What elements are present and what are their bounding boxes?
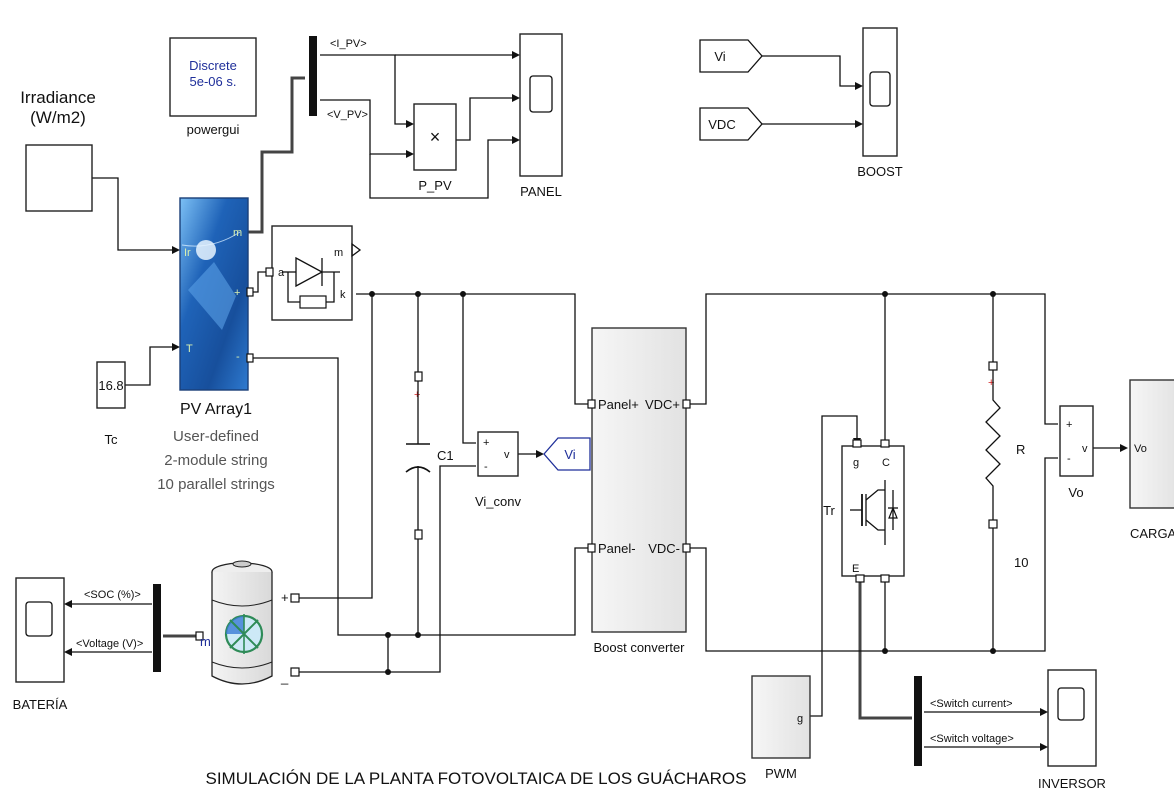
temperature-constant-block[interactable]: 16.8 Tc xyxy=(96,361,126,447)
carga-label: CARGA xyxy=(1130,526,1174,541)
carga-port: Vo xyxy=(1134,443,1147,455)
igbt-switch[interactable]: g C E Tr xyxy=(823,439,905,583)
igbt-port-c: C xyxy=(882,457,890,469)
signal-v-pv: <V_PV> xyxy=(327,109,368,121)
vo-plus: + xyxy=(1066,419,1072,431)
pv-array-block[interactable]: Ir T m + - PV Array1 User-defined 2-modu… xyxy=(157,197,275,493)
igbt-demux xyxy=(914,676,922,766)
signal-switch-voltage: <Switch voltage> xyxy=(930,733,1014,745)
boost-scope[interactable]: BOOST xyxy=(857,27,903,179)
irradiance-label-line2: (W/m2) xyxy=(30,108,86,127)
vo-minus: - xyxy=(1067,453,1071,465)
svg-text:+: + xyxy=(414,389,420,401)
product-symbol: × xyxy=(430,127,441,147)
boost-port-panel-plus: Panel+ xyxy=(598,397,639,412)
inversor-scope[interactable]: INVERSOR xyxy=(1038,669,1106,791)
vo-label: Vo xyxy=(1068,485,1083,500)
panel-scope[interactable]: PANEL xyxy=(519,33,563,199)
pv-demux xyxy=(309,36,317,116)
battery-block[interactable]: m + _ xyxy=(195,560,300,685)
diode-block[interactable]: a k m xyxy=(265,225,362,321)
pv-port-plus: + xyxy=(234,287,240,299)
diode-port-k: k xyxy=(340,289,346,301)
from-vi-tag[interactable]: Vi xyxy=(699,39,763,73)
igbt-port-e: E xyxy=(852,563,859,575)
boost-scope-label: BOOST xyxy=(857,164,903,179)
capacitor-c1[interactable]: + C1 xyxy=(405,371,454,540)
pv-port-t: T xyxy=(186,343,193,355)
vi-conv-minus: - xyxy=(484,461,488,473)
capacitor-label: C1 xyxy=(437,448,454,463)
product-block[interactable]: × P_PV xyxy=(413,103,457,193)
product-label: P_PV xyxy=(418,178,452,193)
boost-converter-subsystem[interactable]: Panel+ Panel- VDC+ VDC- Boost converter xyxy=(587,327,691,655)
goto-vi-tag[interactable]: Vi xyxy=(543,437,591,471)
powergui-sample-time: 5e-06 s. xyxy=(190,74,237,89)
pwm-port-g: g xyxy=(797,713,803,725)
battery-plus: + xyxy=(281,590,289,605)
from-vdc-tag[interactable]: VDC xyxy=(699,107,763,141)
signal-i-pv: <I_PV> xyxy=(330,38,367,50)
vo-v: v xyxy=(1082,443,1088,455)
irradiance-block[interactable]: Irradiance (W/m2) xyxy=(20,88,96,212)
boost-converter-label: Boost converter xyxy=(593,640,685,655)
from-vdc-label: VDC xyxy=(708,117,735,132)
powergui-block[interactable]: Discrete 5e-06 s. powergui xyxy=(169,37,257,137)
vi-conv-label: Vi_conv xyxy=(475,494,522,509)
vo-voltmeter[interactable]: + - v Vo xyxy=(1059,405,1094,500)
powergui-mode: Discrete xyxy=(189,58,237,73)
battery-minus: _ xyxy=(280,670,289,685)
boost-port-panel-minus: Panel- xyxy=(598,541,636,556)
igbt-label: Tr xyxy=(823,503,835,518)
pv-port-ir: Ir xyxy=(184,247,191,259)
tc-label: Tc xyxy=(105,432,119,447)
pv-port-minus: - xyxy=(236,351,240,363)
signal-wires xyxy=(64,51,1128,751)
pv-array-string: 2-module string xyxy=(164,452,267,469)
diagram-title: SIMULACIÓN DE LA PLANTA FOTOVOLTAICA DE … xyxy=(206,769,747,788)
pv-array-parallel: 10 parallel strings xyxy=(157,476,275,493)
diode-port-m: m xyxy=(334,247,343,259)
vi-conv-v: v xyxy=(504,449,510,461)
svg-text:+: + xyxy=(988,377,994,389)
bateria-scope[interactable]: BATERÍA xyxy=(13,577,68,712)
pv-array-label: PV Array1 xyxy=(180,401,252,418)
battery-demux xyxy=(153,584,161,672)
power-wires xyxy=(248,271,1058,675)
diode-port-a: a xyxy=(278,267,285,279)
pwm-label: PWM xyxy=(765,766,797,781)
from-vi-label: Vi xyxy=(714,49,725,64)
pv-port-m: m xyxy=(233,227,242,239)
boost-port-vdc-minus: VDC- xyxy=(648,541,680,556)
panel-scope-label: PANEL xyxy=(520,184,562,199)
pv-array-model: User-defined xyxy=(173,428,259,445)
pwm-block[interactable]: g PWM xyxy=(751,675,811,781)
igbt-port-g: g xyxy=(853,457,859,469)
vi-conv-voltmeter[interactable]: + - v Vi_conv xyxy=(475,431,522,509)
signal-voltage: <Voltage (V)> xyxy=(76,638,143,650)
tc-value: 16.8 xyxy=(98,378,123,393)
resistor-value: 10 xyxy=(1014,555,1028,570)
irradiance-label-line1: Irradiance xyxy=(20,88,96,107)
inversor-scope-label: INVERSOR xyxy=(1038,776,1106,791)
resistor-label: R xyxy=(1016,442,1025,457)
goto-vi-label: Vi xyxy=(564,447,575,462)
battery-port-m: m xyxy=(200,634,211,649)
signal-switch-current: <Switch current> xyxy=(930,698,1013,710)
boost-port-vdc-plus: VDC+ xyxy=(645,397,680,412)
signal-soc: <SOC (%)> xyxy=(84,589,141,601)
powergui-label: powergui xyxy=(187,122,240,137)
resistor-r[interactable]: + R 10 xyxy=(985,361,1028,570)
carga-subsystem[interactable]: Vo CARGA xyxy=(1129,379,1174,541)
bateria-scope-label: BATERÍA xyxy=(13,697,68,712)
vi-conv-plus: + xyxy=(483,437,489,449)
